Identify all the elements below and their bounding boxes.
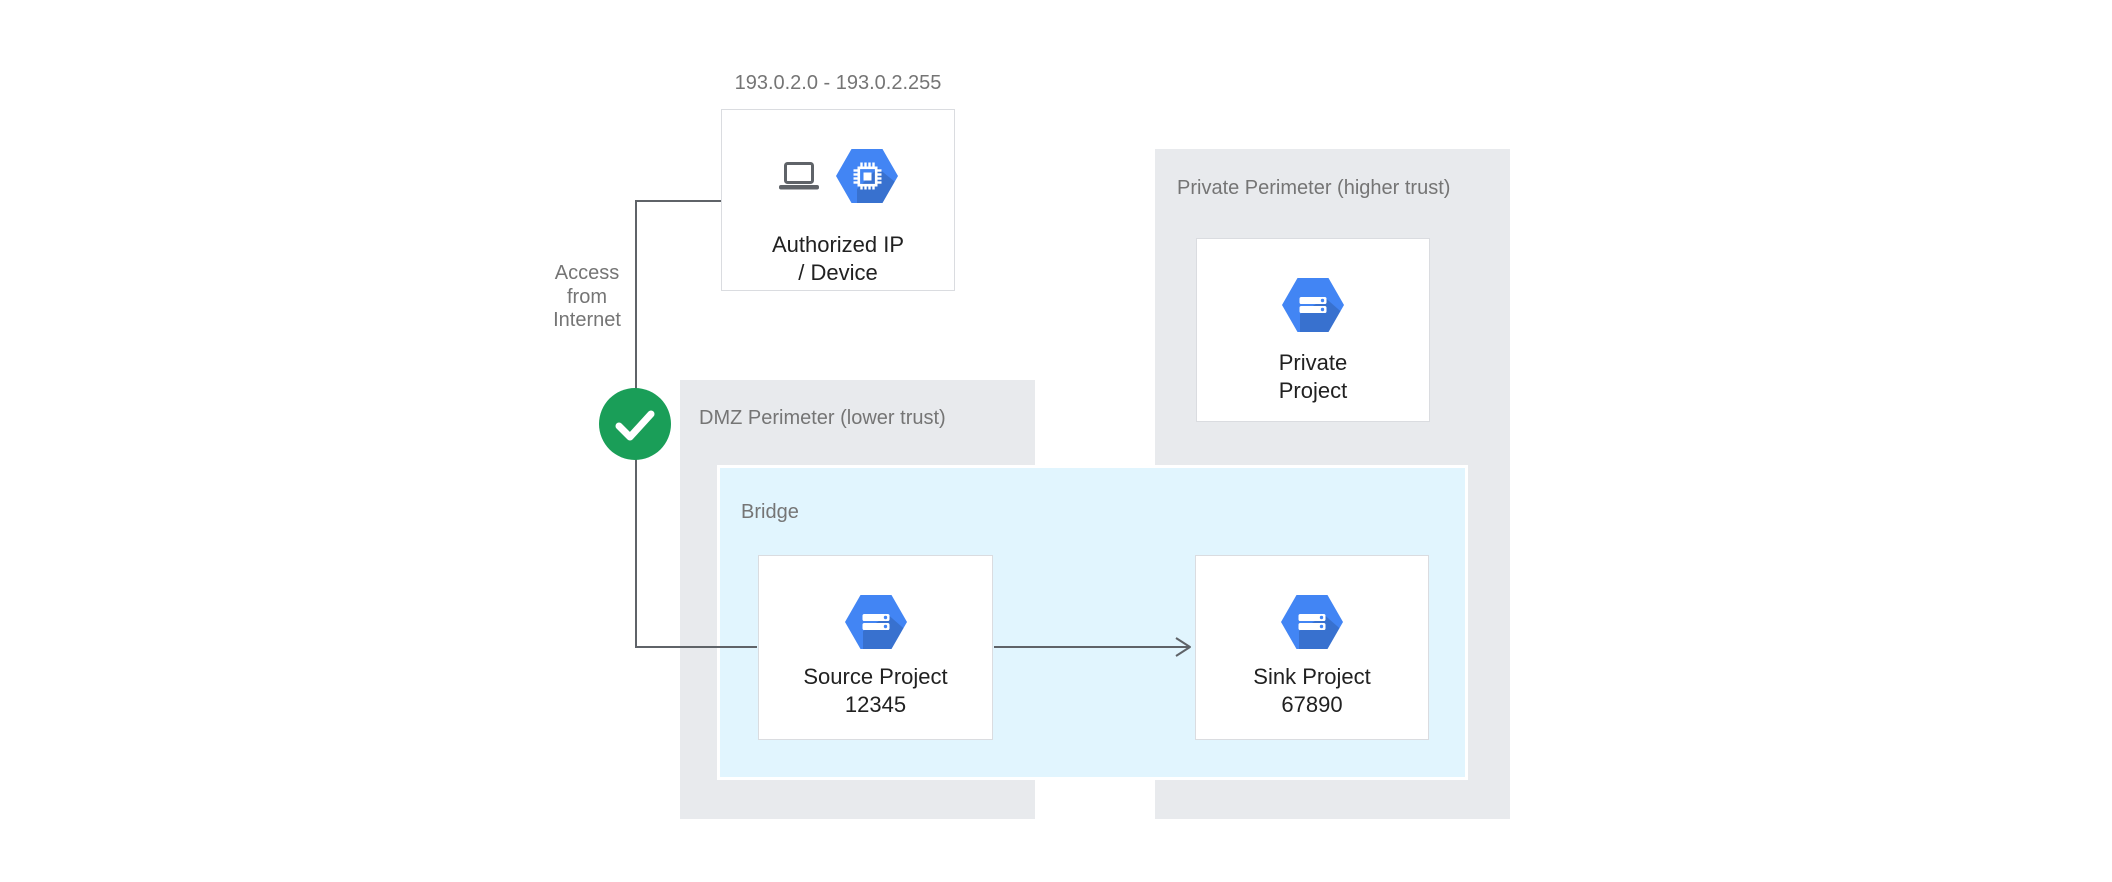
dmz-perimeter-label: DMZ Perimeter (lower trust)	[699, 407, 946, 429]
authorized-ip-device-node: Authorized IP / Device	[721, 109, 955, 291]
access-label-line1: Access	[554, 262, 620, 284]
project-hexagon-icon	[844, 595, 907, 654]
source-project-node: Source Project 12345	[758, 555, 993, 740]
authorized-node-label: Authorized IP / Device	[722, 231, 954, 287]
private-node-label-line1: Private	[1278, 350, 1348, 375]
sink-node-label-line1: Sink Project	[1253, 664, 1371, 689]
bridge-label: Bridge	[741, 501, 799, 523]
access-label-line3: Internet	[553, 309, 621, 331]
laptop-icon	[778, 161, 819, 196]
source-node-label-line2: 12345	[844, 692, 907, 717]
sink-node-label: Sink Project 67890	[1196, 663, 1428, 719]
check-icon	[599, 388, 671, 460]
sink-project-node: Sink Project 67890	[1195, 555, 1429, 740]
access-label-line2: from	[567, 285, 607, 308]
ip-range-label: 193.0.2.0 - 193.0.2.255	[734, 72, 942, 94]
project-hexagon-icon	[1282, 278, 1344, 337]
project-hexagon-icon	[1281, 595, 1343, 654]
private-perimeter-label: Private Perimeter (higher trust)	[1177, 177, 1451, 199]
private-project-node: Private Project	[1196, 238, 1430, 422]
sink-node-label-line2: 67890	[1281, 692, 1343, 717]
access-from-internet-label: Access from Internet	[537, 262, 637, 333]
authorized-node-label-line2: / Device	[798, 260, 878, 285]
private-node-label-line2: Project	[1278, 378, 1348, 403]
source-node-label-line1: Source Project	[803, 664, 948, 689]
authorized-node-label-line1: Authorized IP	[771, 232, 905, 257]
compute-chip-hexagon-icon	[835, 149, 898, 208]
source-node-label: Source Project 12345	[759, 663, 992, 719]
private-node-label: Private Project	[1197, 349, 1429, 405]
